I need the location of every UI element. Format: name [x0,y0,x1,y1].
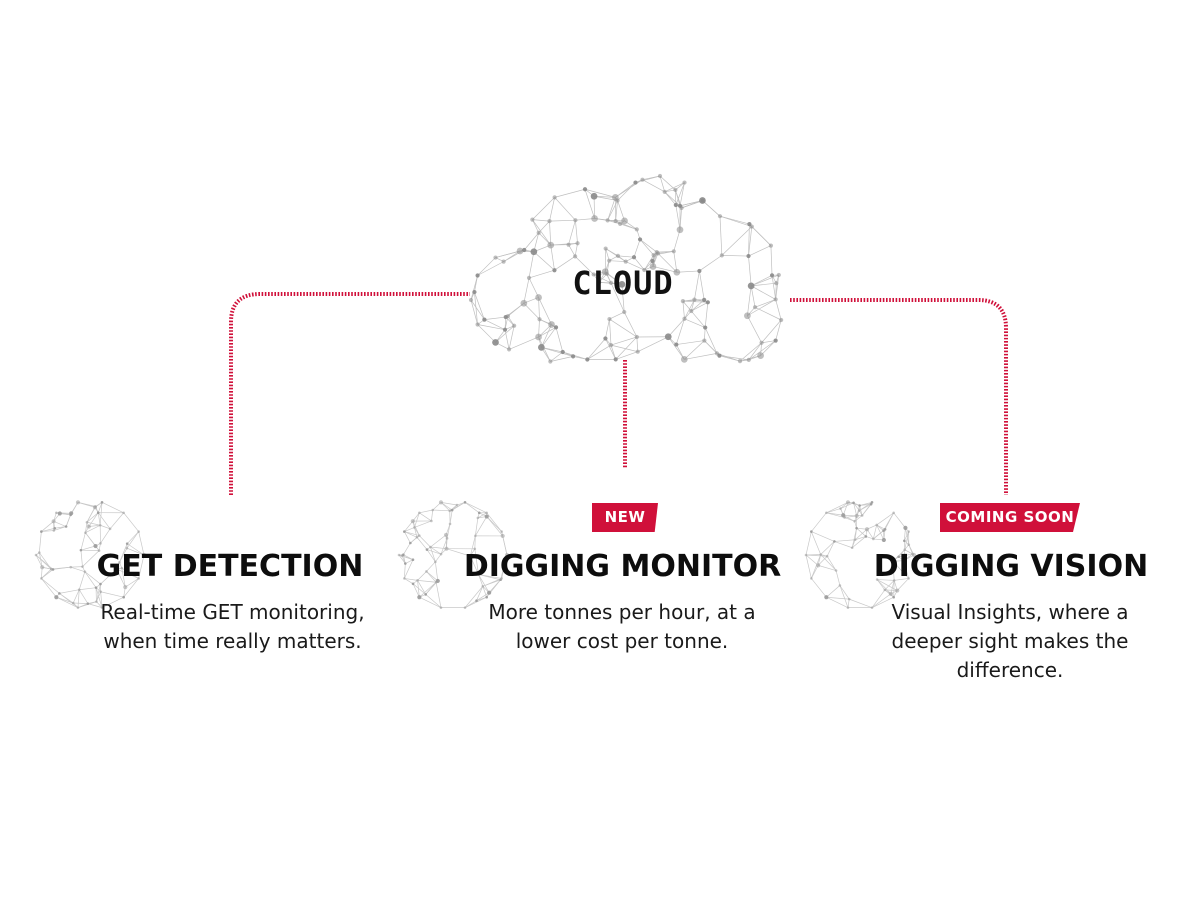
network-sphere-icon [34,500,147,609]
product-title-digging-monitor: DIGGING MONITOR [463,549,782,584]
product-desc-get-detection: Real-time GET monitoring, when time real… [100,600,365,653]
cloud-label: CLOUD [572,264,674,302]
connector-right [790,298,1008,495]
connector-left [229,292,470,495]
product-desc-digging-monitor: More tonnes per hour, at a lower cost pe… [488,600,756,653]
badge-new: NEW [592,503,658,532]
product-title-digging-vision: DIGGING VISION [873,549,1149,584]
cloud-network-icon [468,173,784,364]
product-desc-digging-vision: Visual Insights, where a deeper sight ma… [891,600,1129,682]
network-sphere-icon [804,500,917,609]
network-sphere-icon [397,500,510,609]
badge-coming-soon: COMING SOON [940,503,1080,532]
product-title-get-detection: GET DETECTION [96,549,364,584]
